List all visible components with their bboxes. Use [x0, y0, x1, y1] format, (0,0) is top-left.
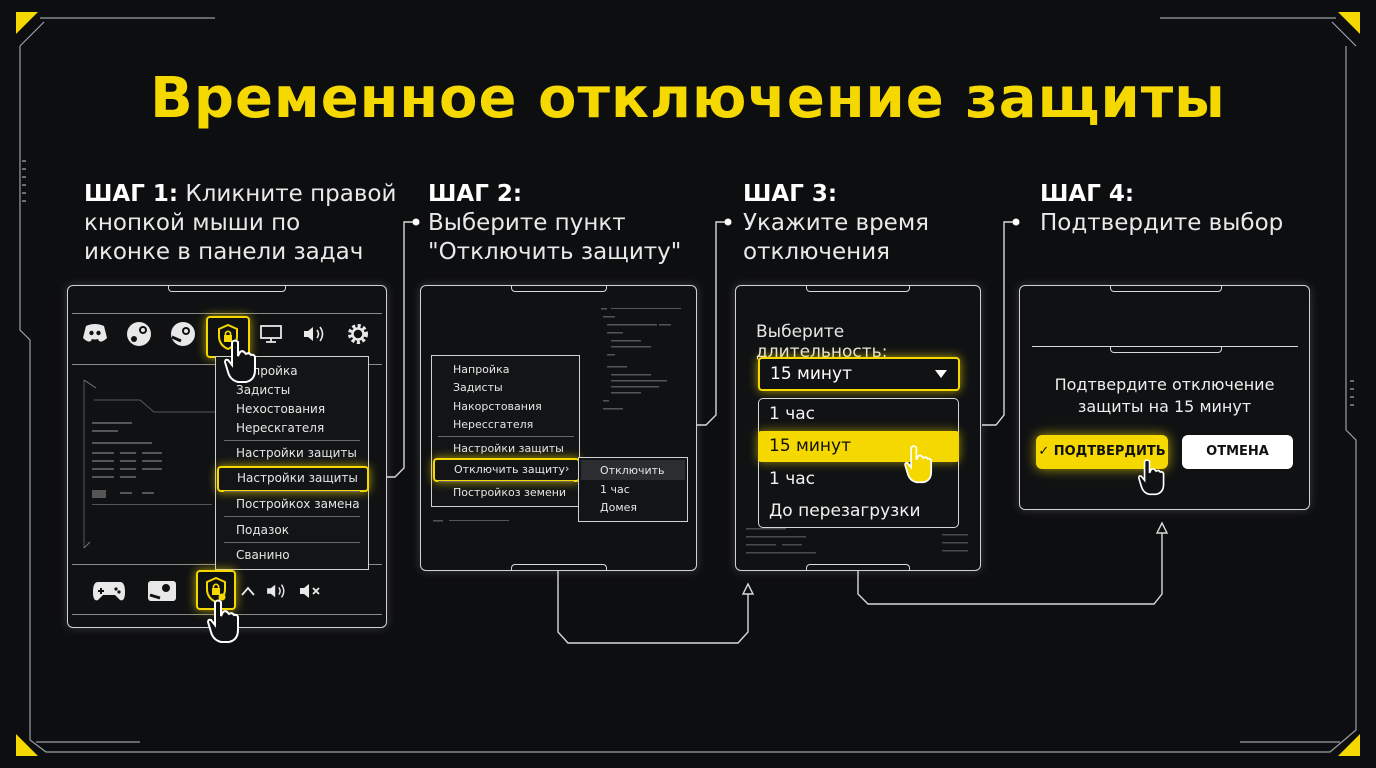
hand-cursor-icon	[904, 445, 933, 484]
step2-label: ШАГ 2:	[428, 181, 523, 207]
cancel-button[interactable]: ОТМЕНА	[1182, 435, 1293, 469]
step3-label: ШАГ 3:	[743, 181, 838, 207]
step1-title: ШАГ 1: Кликните правой кнопкой мыши по и…	[84, 180, 396, 267]
background-code	[601, 308, 681, 410]
confirm-message: Подтвердите отключение защиты на 15 мину…	[1020, 374, 1309, 418]
menu-item[interactable]: Настройки защиты	[236, 446, 357, 460]
steam-icon[interactable]	[125, 320, 153, 348]
menu-item[interactable]: Напройка	[453, 363, 510, 376]
step2-line1: Выберите пункт	[428, 210, 626, 236]
step3-line1: Укажите время	[743, 210, 930, 236]
duration-option[interactable]: 1 час	[769, 404, 816, 424]
duration-prompt: Выберите длительность:	[756, 322, 888, 362]
duration-option[interactable]: До перезагрузки	[769, 501, 921, 521]
menu-separator	[224, 440, 360, 441]
menu-item[interactable]: Нерескгателя	[236, 421, 325, 435]
submenu-item[interactable]: 1 час	[600, 483, 630, 496]
step1-line2: кнопкой мыши по	[84, 210, 301, 236]
submenu-item-label: Отключить	[600, 464, 665, 477]
panel-tab	[168, 285, 286, 292]
caret-down-icon	[935, 370, 947, 378]
step1-label: ШАГ 1:	[84, 181, 179, 207]
confirm-message-line1: Подтвердите отключение	[1054, 375, 1275, 394]
hand-cursor-icon	[223, 339, 256, 383]
menu-item-label: Отключить защиту	[454, 463, 566, 476]
menu-item-label: Настройки защиты	[237, 471, 358, 485]
submenu: Отключить 1 час Домея	[578, 457, 688, 522]
menu-item[interactable]: Задисты	[453, 381, 503, 394]
background-code	[746, 528, 968, 554]
panel-tab	[806, 564, 910, 571]
background-code	[433, 520, 509, 522]
step2-title: ШАГ 2: Выберите пункт "Отключить защиту"	[428, 180, 681, 267]
menu-item[interactable]: Постройкох замена	[236, 497, 360, 511]
menu-item[interactable]: Постройкоз земени	[453, 486, 567, 499]
gear-icon[interactable]	[346, 322, 370, 346]
menu-separator	[224, 491, 360, 492]
confirm-message-line2: защиты на 15 минут	[1077, 397, 1252, 416]
step1-panel: Напройка Задисты Нехостования Нерескгате…	[67, 285, 387, 643]
step4-title: ШАГ 4: Подтвердите выбор	[1040, 180, 1283, 238]
menu-separator	[224, 542, 360, 543]
step4-line1: Подтвердите выбор	[1040, 210, 1284, 236]
duration-option-label: 15 минут	[769, 436, 851, 456]
mute-icon[interactable]	[298, 582, 322, 600]
duration-select[interactable]: 15 минут	[758, 357, 960, 391]
speaker-icon[interactable]	[302, 324, 328, 344]
panel-tab	[1110, 285, 1222, 292]
menu-item[interactable]: Накорстования	[453, 400, 542, 413]
menu-item-highlighted[interactable]: Настройки защиты	[217, 466, 369, 492]
menu-item[interactable]: Настройки защиты	[453, 442, 564, 455]
menu-item[interactable]: Подазок	[236, 523, 289, 537]
menu-item[interactable]: Нерессгателя	[453, 418, 534, 431]
menu-item[interactable]: Сванино	[236, 548, 290, 562]
shield-lock-icon	[218, 324, 238, 350]
panel-tab	[511, 285, 607, 292]
hand-cursor-icon	[206, 599, 239, 643]
confirm-button[interactable]: ✓ ПОДТВЕРДИТЬ	[1036, 435, 1168, 469]
step4-label: ШАГ 4:	[1040, 181, 1135, 207]
submenu-item[interactable]: Домея	[600, 501, 638, 514]
page-title: Временное отключение защиты	[150, 66, 1226, 131]
step1-line1: Кликните правой	[185, 181, 397, 207]
step3-panel: Выберите длительность: 15 минут 1 час 15…	[735, 285, 981, 571]
context-menu: Напройка Задисты Нехостования Нерескгате…	[215, 356, 369, 570]
gamepad-icon[interactable]	[92, 578, 126, 604]
divider	[72, 313, 382, 314]
menu-separator	[438, 481, 574, 482]
discord-icon[interactable]	[82, 322, 108, 344]
hand-cursor-icon	[1137, 459, 1165, 496]
background-window	[83, 379, 220, 549]
speaker-icon[interactable]	[265, 582, 289, 600]
context-menu: Напройка Задисты Накорстования Нерессгат…	[431, 355, 580, 507]
divider	[1032, 346, 1298, 347]
menu-item[interactable]: Нехостования	[236, 402, 326, 416]
chevron-up-icon[interactable]	[240, 584, 256, 598]
chevron-right-icon: ›	[565, 462, 570, 475]
step2-line2: "Отключить защиту"	[428, 239, 682, 265]
step1-line3: иконке в панели задач	[84, 239, 364, 265]
step3-title: ШАГ 3: Укажите время отключения	[743, 180, 929, 267]
step2-panel: Напройка Задисты Накорстования Нерессгат…	[420, 285, 697, 571]
steam-icon[interactable]	[169, 320, 197, 348]
menu-separator	[438, 436, 574, 437]
panel-tab	[1110, 346, 1222, 353]
menu-item-disable-protection[interactable]: Отключить защиту ›	[433, 458, 580, 482]
panel-tab	[806, 285, 910, 292]
panel-tab	[511, 564, 607, 571]
steam-logo-icon[interactable]	[146, 578, 178, 604]
menu-separator	[224, 516, 360, 517]
menu-item[interactable]: Задисты	[236, 383, 291, 397]
step4-panel: Подтвердите отключение защиты на 15 мину…	[1019, 285, 1310, 510]
monitor-icon[interactable]	[259, 324, 283, 344]
submenu-item-active[interactable]: Отключить	[581, 460, 685, 480]
duration-option[interactable]: 1 час	[769, 469, 816, 489]
duration-select-value: 15 минут	[770, 364, 852, 384]
step3-line2: отключения	[743, 239, 890, 265]
